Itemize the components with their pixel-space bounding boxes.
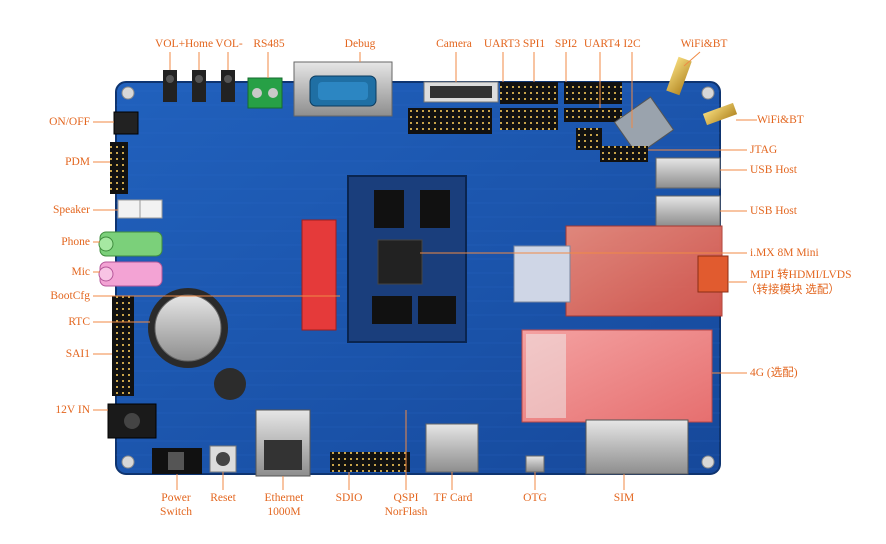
label-camera: Camera xyxy=(436,38,472,50)
lte-module xyxy=(521,329,713,423)
label-wifi-bt-top: WiFi&BT xyxy=(680,38,728,50)
label-pdm: PDM xyxy=(65,156,90,168)
label-qspi-line2: NorFlash xyxy=(384,506,428,518)
label-imx8m-mini: i.MX 8M Mini xyxy=(750,247,819,259)
label-reset: Reset xyxy=(210,492,236,504)
speaker-connector xyxy=(117,199,163,219)
label-rs485: RS485 xyxy=(253,38,285,50)
leader-lines xyxy=(93,51,757,490)
label-rtc: RTC xyxy=(68,316,90,328)
label-wifi-bt-right: WiFi&BT xyxy=(757,114,804,126)
sai1-header xyxy=(112,296,134,396)
label-i2c: I2C xyxy=(623,38,641,50)
label-mipi-line2: （转接模块 选配） xyxy=(745,284,840,296)
label-usb-host-2: USB Host xyxy=(750,205,797,217)
label-sim: SIM xyxy=(613,492,635,504)
label-spi1: SPI1 xyxy=(522,38,546,50)
mipi-adapter xyxy=(513,225,729,317)
label-bootcfg: BootCfg xyxy=(50,290,90,302)
jtag-header xyxy=(600,146,648,162)
label-phone: Phone xyxy=(61,236,90,248)
label-debug: Debug xyxy=(344,38,376,50)
label-mic: Mic xyxy=(71,266,90,278)
ethernet-port xyxy=(255,409,311,477)
dc-power-jack xyxy=(107,403,157,439)
camera-connector xyxy=(408,81,499,134)
power-switch xyxy=(152,448,202,474)
label-uart4: UART4 xyxy=(583,38,621,50)
label-speaker: Speaker xyxy=(52,204,90,216)
dip-switches xyxy=(301,219,337,331)
label-ethernet-line1: Ethernet xyxy=(264,492,304,504)
debug-db9-connector xyxy=(293,61,393,117)
rtc-battery xyxy=(148,288,228,368)
som-module xyxy=(347,175,467,343)
label-4g: 4G (选配) xyxy=(750,367,798,379)
uart-spi-headers xyxy=(500,82,622,150)
otg-port xyxy=(525,455,545,473)
sim-slot xyxy=(585,419,689,475)
label-power-line1: Power xyxy=(161,492,191,504)
mic-jack xyxy=(98,261,163,287)
wifi-module xyxy=(613,96,675,156)
usb-host-ports xyxy=(655,157,721,227)
label-otg: OTG xyxy=(523,492,547,504)
tf-card-slot xyxy=(425,423,479,473)
rs485-terminal xyxy=(247,77,283,109)
label-uart3: UART3 xyxy=(483,38,521,50)
onoff-switch xyxy=(113,111,139,135)
label-sdio: SDIO xyxy=(335,492,363,504)
label-jtag: JTAG xyxy=(750,144,778,156)
inductor xyxy=(214,368,246,400)
label-vol-minus: VOL- xyxy=(215,38,243,50)
phone-jack xyxy=(98,231,163,257)
label-home: Home xyxy=(184,38,214,50)
label-vol-plus: VOL+ xyxy=(154,38,186,50)
label-mipi-line1: MIPI 转HDMI/LVDS xyxy=(750,269,852,281)
label-spi2: SPI2 xyxy=(554,38,578,50)
label-usb-host-1: USB Host xyxy=(750,164,797,176)
label-12v-in: 12V IN xyxy=(55,404,90,416)
label-tf-card: TF Card xyxy=(433,492,473,504)
pdm-header xyxy=(110,142,128,194)
label-qspi-line1: QSPI xyxy=(393,492,419,504)
vol-home-buttons xyxy=(163,70,235,102)
label-sai1: SAI1 xyxy=(65,348,90,360)
wifi-antenna-connectors xyxy=(666,56,738,126)
label-ethernet-line2: 1000M xyxy=(267,506,301,518)
reset-button xyxy=(209,445,237,473)
label-on-off: ON/OFF xyxy=(49,116,90,128)
label-power-line2: Switch xyxy=(160,506,192,518)
sdio-header xyxy=(330,452,410,472)
